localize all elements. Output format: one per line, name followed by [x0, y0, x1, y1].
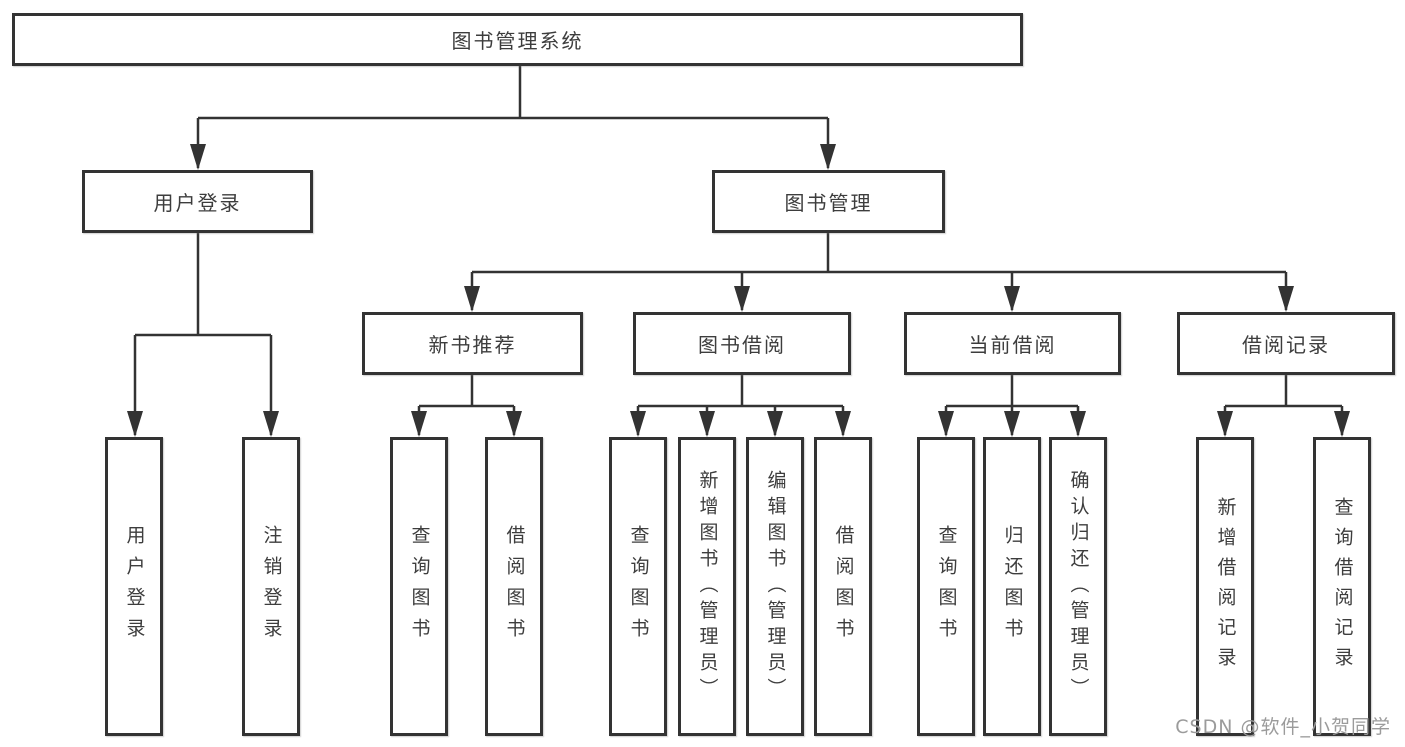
node-leaf-borrow-books: 借阅图书: [814, 437, 872, 736]
node-section-borrowing-records: 借阅记录: [1177, 312, 1395, 375]
node-leaf-confirm-return-admin: 确认归还（管理员）: [1049, 437, 1107, 736]
node-branch-user-login: 用户登录: [82, 170, 313, 233]
node-leaf-query-books-current: 查询图书: [917, 437, 975, 736]
node-leaf-edit-book-admin: 编辑图书（管理员）: [746, 437, 804, 736]
node-leaf-borrow-books-recommend: 借阅图书: [485, 437, 543, 736]
node-section-current-borrowing: 当前借阅: [904, 312, 1121, 375]
node-root-library-management-system: 图书管理系统: [12, 13, 1023, 66]
node-leaf-query-books-borrowing: 查询图书: [609, 437, 667, 736]
node-leaf-return-book: 归还图书: [983, 437, 1041, 736]
node-leaf-logout: 注销登录: [242, 437, 300, 736]
node-section-new-book-recommendation: 新书推荐: [362, 312, 583, 375]
node-leaf-query-books-recommend: 查询图书: [390, 437, 448, 736]
node-section-book-borrowing: 图书借阅: [633, 312, 851, 375]
node-branch-book-management: 图书管理: [712, 170, 945, 233]
node-leaf-add-book-admin: 新增图书（管理员）: [678, 437, 736, 736]
node-leaf-query-borrow-record: 查询借阅记录: [1313, 437, 1371, 736]
node-leaf-add-borrow-record: 新增借阅记录: [1196, 437, 1254, 736]
node-leaf-user-login: 用户登录: [105, 437, 163, 736]
csdn-watermark: CSDN @软件_小贺同学: [1175, 716, 1391, 738]
